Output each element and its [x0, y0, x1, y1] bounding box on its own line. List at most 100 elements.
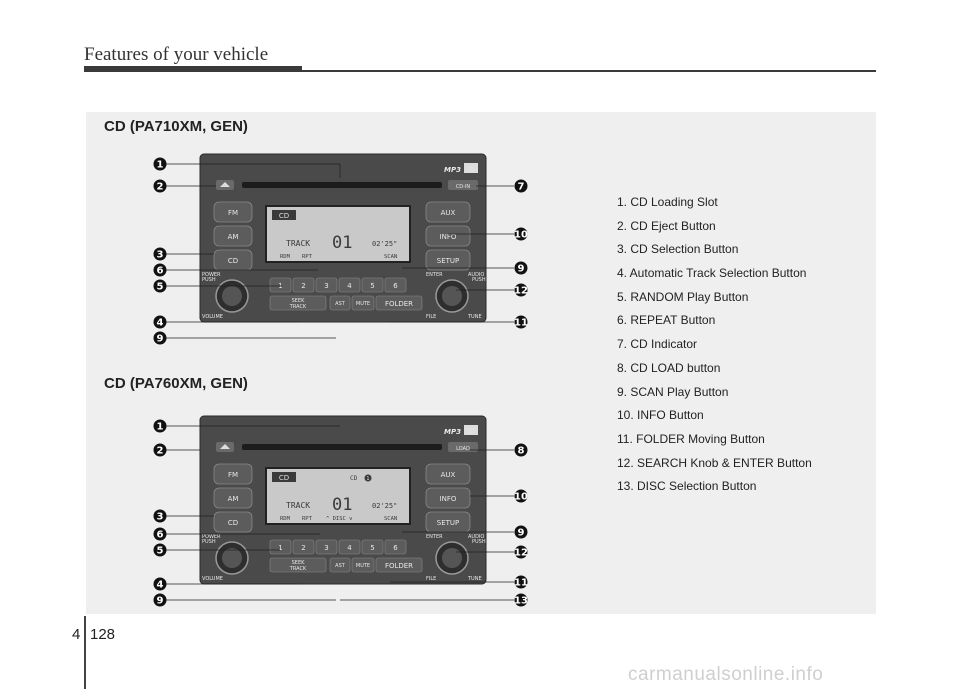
- callout-marker-label: 13: [514, 596, 528, 607]
- volume-label: VOLUME: [202, 576, 223, 582]
- lcd-cd-badge-text: CD: [279, 474, 289, 482]
- lcd-time: 02'25": [372, 502, 397, 510]
- function-button-label: INFO: [440, 233, 457, 241]
- lcd-track-label: TRACK: [286, 239, 310, 248]
- header-rule: [302, 70, 876, 72]
- function-button-label: AUX: [441, 209, 456, 217]
- source-button-label: AM: [228, 495, 239, 503]
- callout-marker: [153, 419, 167, 433]
- callout-marker: [514, 227, 528, 241]
- seek-label: SEEK: [292, 298, 305, 304]
- leader-line: [166, 163, 341, 178]
- callout-marker-label: 5: [157, 282, 164, 293]
- callout-marker-label: 9: [157, 334, 164, 345]
- legend-item: 3. CD Selection Button: [617, 242, 739, 257]
- callout-marker-label: 6: [157, 530, 164, 541]
- audio-push-label: PUSH: [472, 539, 486, 545]
- ast-button: [329, 295, 351, 311]
- function-button-label: INFO: [440, 495, 457, 503]
- legend-list: 1. CD Loading Slot 2. CD Eject Button 3.…: [617, 193, 867, 501]
- lcd-track-number: 01: [332, 495, 352, 515]
- audio-label: AUDIO: [468, 534, 484, 540]
- folder-button: [375, 557, 423, 573]
- legend-item: 1. CD Loading Slot: [617, 195, 718, 209]
- callout-marker: [153, 315, 167, 329]
- callout-marker: [514, 575, 528, 589]
- cd-slot: [242, 182, 442, 188]
- callout-marker-label: 11: [514, 318, 528, 329]
- push-label: PUSH: [202, 277, 216, 283]
- tune-label: TUNE: [467, 576, 482, 582]
- eject-icon: [220, 182, 230, 187]
- legend-item: 13. DISC Selection Button: [617, 479, 757, 494]
- source-button: [213, 511, 253, 533]
- preset-button: [269, 277, 292, 293]
- volume-label: VOLUME: [202, 314, 223, 320]
- lcd-track-number: 01: [332, 233, 352, 253]
- mute-label: MUTE: [356, 301, 370, 307]
- tune-knob-cap: [442, 286, 462, 306]
- preset-button: [292, 277, 315, 293]
- lcd-scan: SCAN: [384, 254, 397, 260]
- callout-marker-label: 8: [518, 446, 525, 457]
- folder-button: [375, 295, 423, 311]
- cd-logo: CD: [467, 167, 474, 173]
- legend-item: 12. SEARCH Knob & ENTER Button: [617, 455, 812, 470]
- preset-button-label: 1: [278, 544, 282, 552]
- section1-title: CD (PA710XM, GEN): [104, 118, 248, 135]
- callout-marker-label: 3: [157, 512, 164, 523]
- callout-marker: [153, 179, 167, 193]
- callout-marker-label: 1: [157, 160, 164, 171]
- callout-marker-label: 6: [157, 266, 164, 277]
- page-header-title: Features of your vehicle: [84, 44, 269, 65]
- mute-label: MUTE: [356, 563, 370, 569]
- preset-button: [384, 539, 407, 555]
- lcd-rpt: RPT: [302, 254, 313, 260]
- source-button: [213, 463, 253, 485]
- volume-knob-cap: [222, 286, 242, 306]
- callout-marker-label: 9: [518, 528, 525, 539]
- seek-track-button: [269, 557, 327, 573]
- legend-item: 9. SCAN Play Button: [617, 384, 729, 399]
- audio-push-label: PUSH: [472, 277, 486, 283]
- source-button-label: AM: [228, 233, 239, 241]
- preset-button-label: 5: [370, 544, 374, 552]
- lcd-track-label: TRACK: [286, 501, 310, 510]
- file-label: FILE: [426, 576, 436, 582]
- preset-button-label: 5: [370, 282, 374, 290]
- callout-marker: [514, 593, 528, 607]
- callout-marker: [514, 443, 528, 457]
- preset-button: [384, 277, 407, 293]
- tune-knob-cap: [442, 548, 462, 568]
- enter-label: ENTER: [426, 534, 443, 540]
- lcd-disc-num-bg: [364, 474, 372, 482]
- callout-marker-label: 5: [157, 546, 164, 557]
- function-button: [425, 487, 471, 509]
- ast-label: AST: [335, 301, 346, 307]
- lcd-scan: SCAN: [384, 516, 397, 522]
- callout-marker: [153, 157, 167, 171]
- enter-label: ENTER: [426, 272, 443, 278]
- source-button-label: CD: [228, 257, 238, 265]
- function-button: [425, 463, 471, 485]
- legend-item: 6. REPEAT Button: [617, 313, 716, 328]
- power-label: POWER: [202, 272, 221, 278]
- callout-marker: [153, 247, 167, 261]
- source-button-label: CD: [228, 519, 238, 527]
- lcd-disc-label: ^ DISC v: [326, 516, 353, 522]
- legend-item: 11. FOLDER Moving Button: [617, 431, 765, 446]
- volume-knob-cap: [222, 548, 242, 568]
- callout-marker-label: 4: [157, 318, 164, 329]
- callout-marker-label: 3: [157, 250, 164, 261]
- function-button-label: AUX: [441, 471, 456, 479]
- mute-button: [351, 557, 375, 573]
- callout-marker-label: 12: [514, 548, 528, 559]
- callout-marker: [153, 263, 167, 277]
- legend-item: 5. RANDOM Play Button: [617, 289, 749, 304]
- legend-item: 2. CD Eject Button: [617, 218, 716, 233]
- preset-button-label: 4: [347, 544, 352, 552]
- preset-button: [361, 277, 384, 293]
- mp3-logo: MP3: [444, 428, 461, 436]
- source-button: [213, 225, 253, 247]
